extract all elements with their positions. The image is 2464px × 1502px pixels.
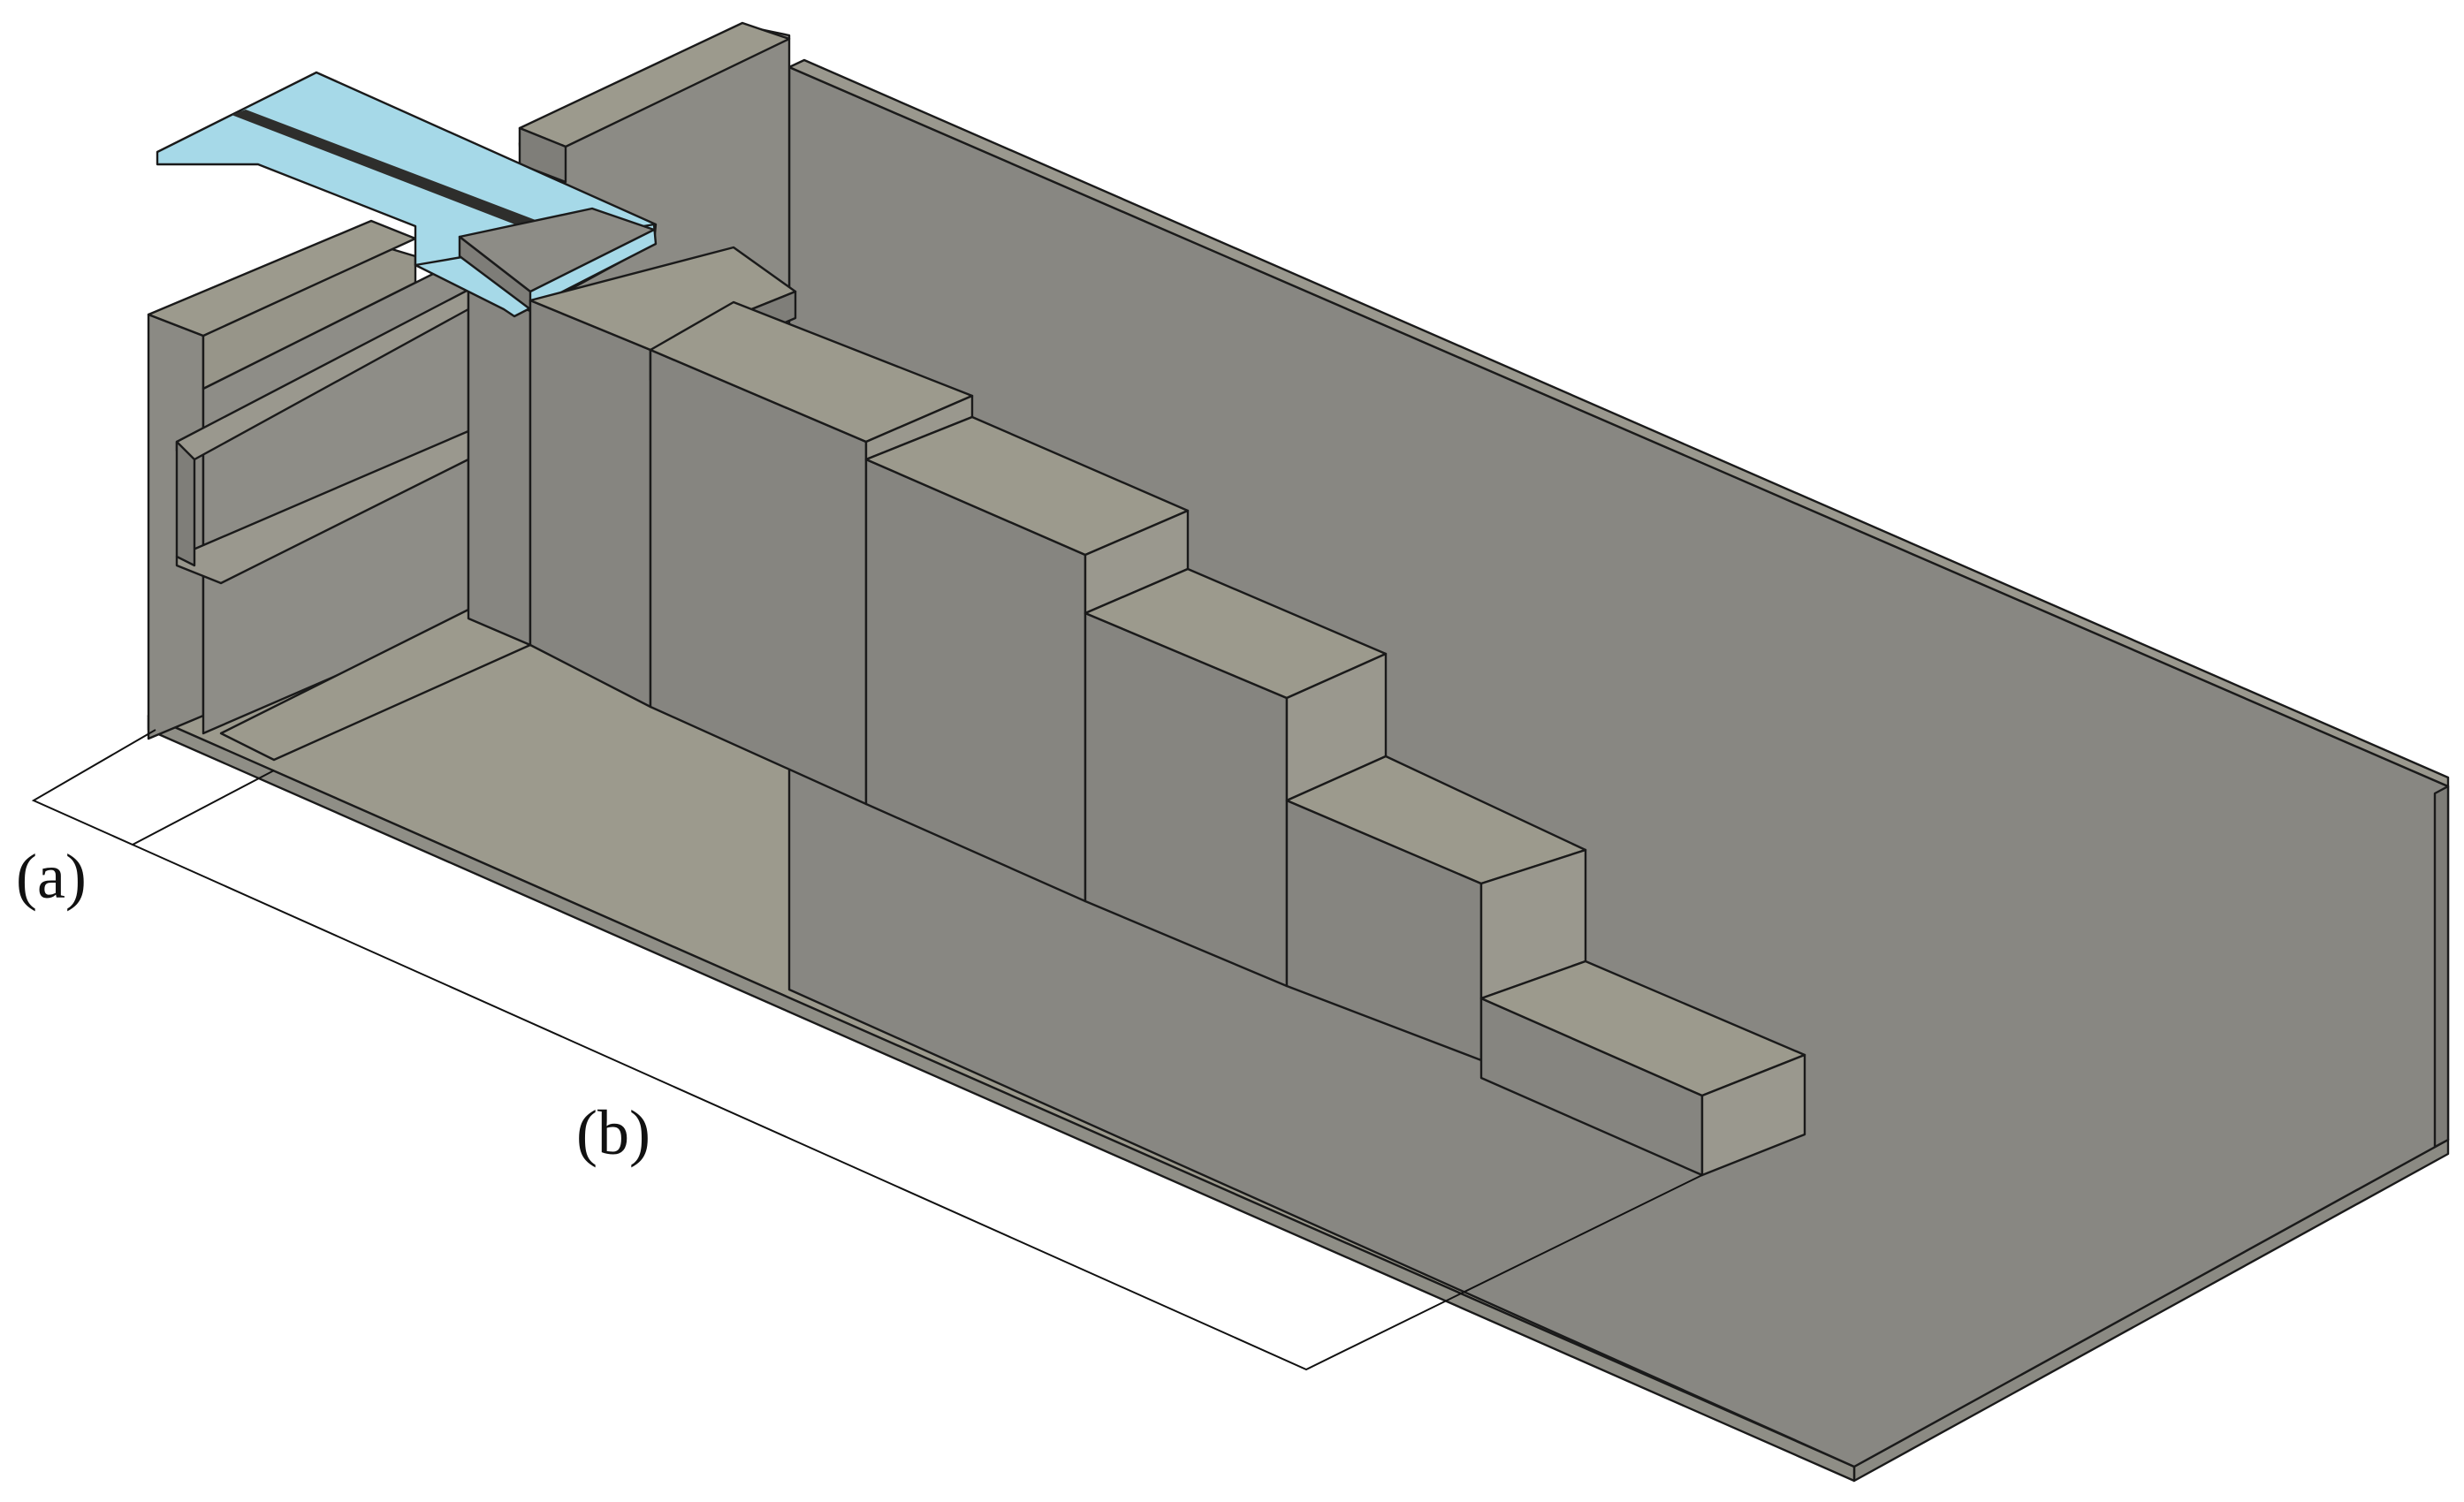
stepped-spillway [529,246,1806,1177]
back-wall [787,58,2450,1468]
label-a: (a) [16,841,87,912]
label-b: (b) [576,1097,650,1168]
dimension-b-line [132,844,1703,1371]
dimension-lines [31,729,1703,1371]
dimension-a-line [31,729,275,846]
inlet-plate [156,71,658,318]
